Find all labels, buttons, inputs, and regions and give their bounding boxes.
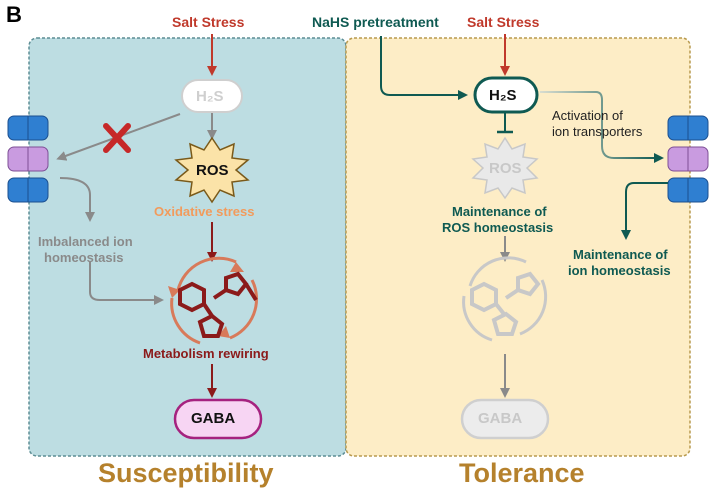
ion-channel-right-icon: [667, 115, 709, 203]
inhibit-h2s-to-ros: [497, 112, 513, 134]
salt-stress-label-left: Salt Stress: [172, 14, 245, 30]
gaba-box-left: [173, 398, 263, 440]
gaba-box-right: [460, 398, 550, 440]
ros-burst-left-icon: [174, 136, 250, 204]
h2s-box-left: [181, 79, 243, 113]
ros-burst-right-icon: [471, 136, 539, 200]
susceptibility-title: Susceptibility: [98, 458, 274, 488]
h2s-label-left: H₂S: [196, 88, 224, 105]
arrow-nahs-to-h2s: [380, 36, 468, 100]
arrow-channel-to-imbalance: [59, 177, 95, 222]
ros-label-left: ROS: [196, 162, 229, 179]
nahs-pretreatment-label: NaHS pretreatment: [312, 14, 439, 30]
arrow-h2s-to-transporters: [540, 91, 664, 163]
arrow-transporters-to-ion-homeostasis: [621, 182, 668, 240]
ion-channel-left-icon: [7, 115, 49, 203]
h2s-label-right: H₂S: [489, 87, 517, 104]
maintenance-ion-label-line2: ion homeostasis: [568, 263, 671, 278]
maintenance-ros-label-line2: ROS homeostasis: [442, 220, 554, 235]
h2s-box-right: [473, 76, 539, 114]
metabolism-cycle-right-icon: [462, 256, 548, 342]
gaba-label-right: GABA: [478, 410, 523, 427]
imbalanced-ion-label-line2: homeostasis: [44, 250, 124, 265]
oxidative-stress-label: Oxidative stress: [154, 204, 255, 219]
metabolism-rewiring-label: Metabolism rewiring: [143, 346, 269, 361]
ros-label-right: ROS: [489, 160, 522, 177]
left-panel: [28, 37, 347, 457]
right-panel: [345, 37, 691, 457]
activation-label-line1: Activation of: [552, 108, 623, 123]
maintenance-ion-label-line1: Maintenance of: [573, 247, 668, 262]
panel-label: B: [6, 2, 22, 27]
metabolism-cycle-left-icon: [168, 256, 258, 345]
blocked-x-icon: [103, 123, 131, 153]
imbalanced-ion-label-line1: Imbalanced ion: [38, 234, 133, 249]
salt-stress-label-right: Salt Stress: [467, 14, 540, 30]
arrow-imbalance-to-metabolism: [89, 262, 164, 305]
maintenance-ros-label-line1: Maintenance of: [452, 204, 547, 219]
gaba-label-left: GABA: [191, 410, 236, 427]
tolerance-title: Tolerance: [459, 458, 585, 488]
activation-label-line2: ion transporters: [552, 124, 643, 139]
